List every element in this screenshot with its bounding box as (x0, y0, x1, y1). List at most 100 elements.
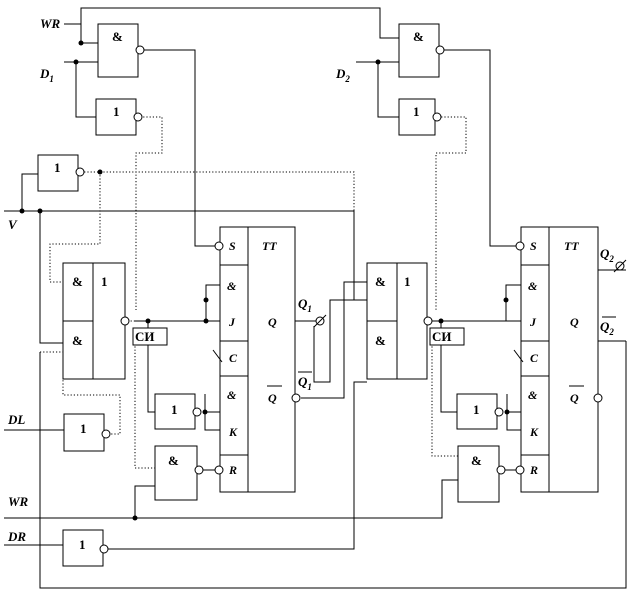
label-d1-main: D (39, 66, 50, 81)
and-gate-r2-label: & (471, 453, 482, 468)
trigger1-k-pin: K (228, 425, 238, 439)
and-gate-d1 (97, 23, 139, 78)
gates: & 1 1 & 1 & СИ 1 1 & 1 (37, 23, 506, 567)
inverter-bubble (423, 316, 433, 326)
trigger1-c-pin: C (229, 351, 238, 365)
label-q1-sub: 1 (307, 304, 312, 314)
junction-dot (132, 515, 138, 521)
trigger1-s-pin: S (229, 239, 236, 253)
inverter-bubble (515, 465, 525, 475)
junction-dot (203, 318, 209, 324)
inverter-bubble (194, 465, 204, 475)
label-v: V (8, 217, 18, 232)
or-gate-dr-label: 1 (79, 537, 86, 552)
and-gate-d2 (398, 23, 440, 78)
or-gate-d1 (95, 98, 137, 136)
trigger2-type: TT (564, 239, 579, 253)
or-gate-dl-label: 1 (80, 421, 87, 436)
or-gate-dl (63, 413, 105, 452)
jk-flip-flop-2: S TT & J Q C & Q K R (513, 226, 603, 493)
label-d2-main: D (335, 66, 346, 81)
junction-dot (19, 208, 25, 214)
or-gate-k2-label: 1 (473, 402, 480, 417)
junction-dot (375, 59, 381, 65)
label-q2-main: Q (600, 246, 610, 261)
label-q2-sub: 2 (608, 254, 614, 264)
or-gate-v (37, 154, 79, 192)
label-q1-bar-main: Q (298, 374, 308, 389)
label-d1: D1 (39, 66, 54, 84)
and-gate-r1-label: & (168, 453, 179, 468)
trigger2-q-pin: Q (570, 315, 579, 329)
label-d1-sub: 1 (49, 74, 54, 84)
and-or-2-or: 1 (404, 274, 411, 289)
junction-dot (202, 409, 208, 415)
inverter-bubble (120, 316, 130, 326)
or-gate-d2 (398, 98, 436, 136)
inverter-bubble (291, 393, 301, 403)
inverter-bubble (432, 112, 442, 122)
label-q1-bar-sub: 1 (307, 382, 312, 392)
junction-dot (504, 409, 510, 415)
or-gate-v-label: 1 (54, 160, 61, 175)
jk-flip-flop-1: S TT & J Q C & Q K R (212, 226, 301, 493)
and-or-2-and-top: & (375, 274, 386, 289)
inverter-bubble (515, 241, 525, 251)
and-gate-r2 (457, 445, 500, 503)
inverter-bubble (214, 465, 224, 475)
label-wr-top: WR (40, 16, 61, 31)
inverter-bubble (99, 544, 109, 554)
label-q1-bar: Q1 (298, 374, 312, 392)
trigger2-r-pin: R (529, 463, 538, 477)
trigger1-amp-bottom: & (227, 388, 237, 402)
and-gate-d2-label: & (413, 29, 424, 44)
label-q2-bar-main: Q (600, 319, 610, 334)
or-gate-d1-label: 1 (113, 104, 120, 119)
sync-box-2-label: СИ (432, 329, 452, 344)
trigger2-qbar-pin: Q (570, 391, 579, 405)
inverter-bubble (133, 112, 143, 122)
label-q2: Q2 (600, 246, 614, 264)
inverter-bubble (593, 393, 603, 403)
junction-dot (145, 318, 151, 324)
trigger1-j-pin: J (228, 315, 236, 329)
trigger2-s-pin: S (530, 239, 537, 253)
label-q1: Q1 (298, 296, 312, 314)
inverter-bubble (214, 241, 224, 251)
and-gate-r1 (154, 445, 198, 501)
junctions (19, 40, 510, 521)
trigger1-type: TT (262, 239, 277, 253)
junction-dot (78, 40, 84, 46)
sync-box-1-label: СИ (135, 329, 155, 344)
label-q2-bar: Q2 (600, 319, 614, 337)
or-gate-k1-label: 1 (171, 402, 178, 417)
trigger1-r-pin: R (228, 463, 237, 477)
junction-dot (438, 318, 444, 324)
label-d2: D2 (335, 66, 350, 84)
inverter-bubble (101, 429, 111, 439)
output-marks (313, 259, 627, 328)
signal-labels: WR D1 D2 V DL WR DR Q1 Q1 Q2 Q2 (7, 16, 616, 544)
or-gate-k1 (154, 393, 196, 430)
label-dl: DL (7, 412, 25, 427)
junction-dot (37, 208, 43, 214)
dotted-wires (40, 49, 490, 469)
label-wr-bottom: WR (8, 494, 29, 509)
junction-dot (203, 297, 209, 303)
inverter-bubble (435, 45, 445, 55)
and-or-2-and-bottom: & (375, 333, 386, 348)
trigger1-q-pin: Q (268, 315, 277, 329)
label-q2-bar-sub: 2 (608, 327, 614, 337)
or-gate-d2-label: 1 (413, 104, 420, 119)
label-d2-sub: 2 (344, 74, 350, 84)
junction-dot (97, 169, 103, 175)
trigger1-amp-top: & (227, 279, 237, 293)
trigger2-k-pin: K (529, 425, 539, 439)
sync-box-2 (429, 327, 465, 346)
inverter-bubble (192, 407, 202, 417)
inverter-bubble (494, 407, 504, 417)
label-q1-main: Q (298, 296, 308, 311)
and-or-1-and-bottom: & (72, 333, 83, 348)
sync-box-1 (132, 327, 168, 346)
and-or-1-or: 1 (101, 274, 108, 289)
